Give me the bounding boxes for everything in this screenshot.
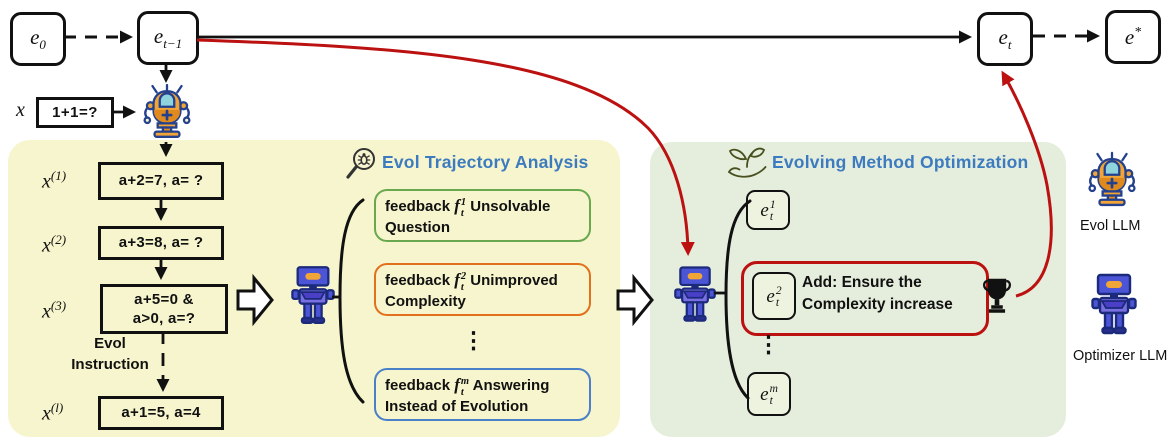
evol-llm-label: Evol LLM: [1080, 218, 1141, 234]
node-e-t-minus-1: et−1: [137, 11, 199, 65]
input-instruction-box: 1+1=?: [36, 97, 114, 128]
label-x3: x(3): [42, 298, 67, 323]
input-variable-label: x: [16, 99, 25, 121]
optimization-title: Evolving Method Optimization: [772, 152, 1029, 172]
label-x2: x(2): [42, 232, 67, 257]
evol-instruction-edge-label: Evol Instruction: [71, 335, 149, 373]
instruction-step-1: a+2=7, a= ?: [98, 162, 224, 200]
instruction-step-2: a+3=8, a= ?: [98, 226, 224, 260]
optimizer-robot-icon: [291, 266, 335, 324]
node-e0: e0: [10, 12, 66, 66]
optimizer-robot-icon: [1091, 273, 1137, 335]
instruction-step-l: a+1=5, a=4: [98, 396, 224, 430]
label-x1: x(1): [42, 168, 67, 193]
block-arrow-analysis-to-optimization: [616, 273, 654, 327]
label-xl: x(l): [42, 400, 64, 425]
node-e-t: et: [977, 12, 1033, 66]
sprout-hand-icon: [728, 147, 767, 178]
analysis-title: Evol Trajectory Analysis: [382, 152, 589, 172]
magnifier-bug-icon: [346, 148, 375, 179]
selected-method-annotation: Add: Ensure the Complexity increase: [802, 274, 953, 314]
trophy-icon: [982, 278, 1012, 313]
instruction-step-3: a+5=0 &a>0, a=?: [100, 284, 228, 334]
evol-robot-icon: [143, 84, 191, 138]
evol-robot-icon: [1088, 151, 1136, 207]
optimizer-llm-label: Optimizer LLM: [1073, 348, 1167, 364]
optimization-ellipsis: ⋮: [757, 331, 780, 357]
analysis-ellipsis: ⋮: [462, 327, 485, 353]
node-e-star: e*: [1105, 10, 1161, 64]
optimizer-robot-icon: [674, 266, 716, 322]
